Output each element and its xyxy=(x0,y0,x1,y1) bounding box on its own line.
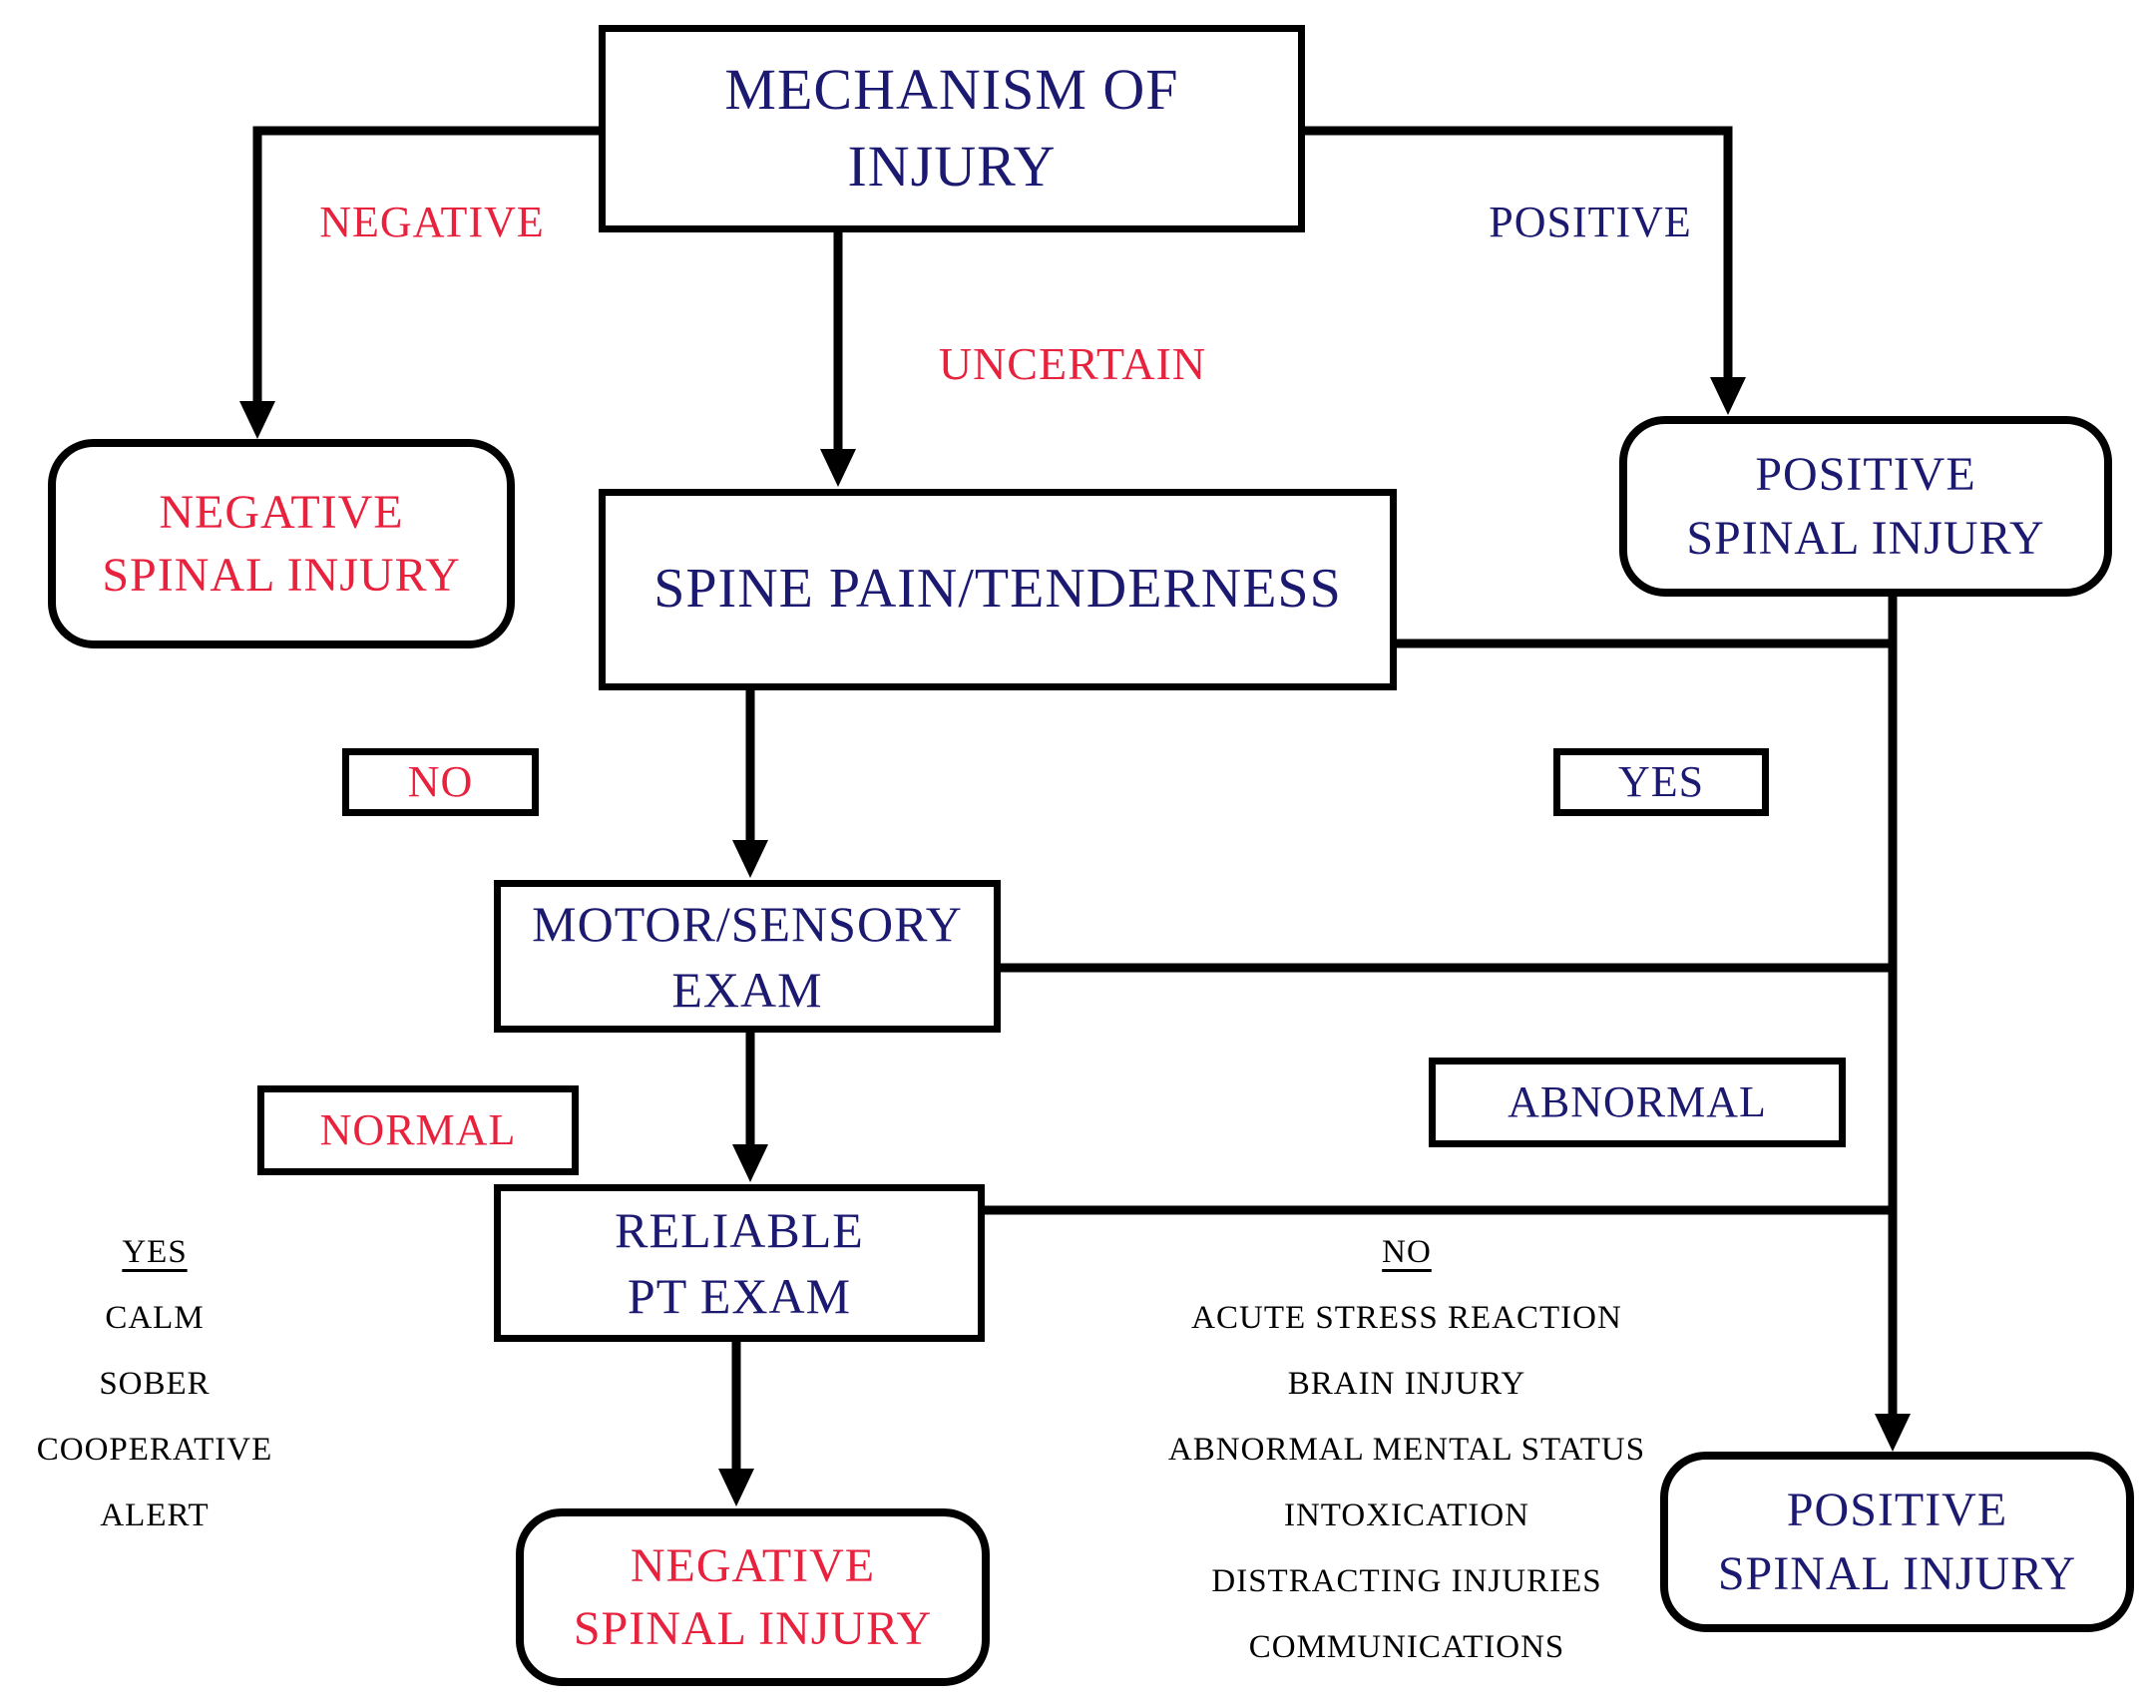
list-item: COOPERATIVE xyxy=(36,1432,273,1468)
arrowhead-icon xyxy=(732,840,768,878)
list-item: COMMUNICATIONS xyxy=(1248,1629,1565,1665)
node-spine-pain-tenderness: SPINE PAIN/TENDERNESS xyxy=(599,489,1397,690)
edge-label-no-box: NO xyxy=(342,748,539,816)
node-motor-sensory-exam: MOTOR/SENSORY EXAM xyxy=(494,880,1001,1033)
edge-label-normal-box: NORMAL xyxy=(257,1085,579,1175)
edge-label-uncertain: UNCERTAIN xyxy=(938,338,1207,389)
connector-mechanism-positive xyxy=(1305,126,1733,379)
arrowhead-icon xyxy=(718,1469,754,1506)
edge-label-negative: NEGATIVE xyxy=(319,198,545,246)
list-item: SOBER xyxy=(99,1366,211,1402)
node-positive-spinal-injury-top: POSITIVE SPINAL INJURY xyxy=(1619,416,2112,597)
edge-label-positive: POSITIVE xyxy=(1489,198,1692,246)
list-item: ABNORMAL MENTAL STATUS xyxy=(1167,1432,1646,1468)
list-item: ACUTE STRESS REACTION xyxy=(1191,1300,1622,1336)
reliable-no-criteria-list: NO ACUTE STRESS REACTION BRAIN INJURY AB… xyxy=(1137,1219,1676,1680)
list-item: INTOXICATION xyxy=(1283,1497,1530,1533)
edge-label-abnormal-box: ABNORMAL xyxy=(1429,1058,1846,1147)
criteria-heading-no: NO xyxy=(1382,1234,1432,1270)
arrowhead-icon xyxy=(1710,377,1746,415)
arrowhead-icon xyxy=(732,1144,768,1182)
arrowhead-icon xyxy=(1875,1414,1911,1452)
list-item: DISTRACTING INJURIES xyxy=(1211,1563,1602,1599)
node-mechanism-of-injury: MECHANISM OF INJURY xyxy=(599,25,1305,232)
node-reliable-pt-exam: RELIABLE PT EXAM xyxy=(494,1184,985,1342)
reliable-yes-criteria-list: YES CALM SOBER COOPERATIVE ALERT xyxy=(10,1219,299,1548)
edge-label-yes-box: YES xyxy=(1553,748,1769,816)
node-positive-spinal-injury-bottom: POSITIVE SPINAL INJURY xyxy=(1660,1452,2134,1632)
node-negative-spinal-injury-top: NEGATIVE SPINAL INJURY xyxy=(48,439,515,648)
list-item: BRAIN INJURY xyxy=(1287,1366,1526,1402)
node-negative-spinal-injury-bottom: NEGATIVE SPINAL INJURY xyxy=(516,1508,990,1686)
arrowhead-icon xyxy=(239,401,275,439)
connector-mechanism-negative xyxy=(252,126,599,403)
criteria-heading-yes: YES xyxy=(122,1234,188,1270)
list-item: ALERT xyxy=(100,1497,210,1533)
list-item: CALM xyxy=(105,1300,205,1336)
arrowhead-icon xyxy=(820,449,856,487)
